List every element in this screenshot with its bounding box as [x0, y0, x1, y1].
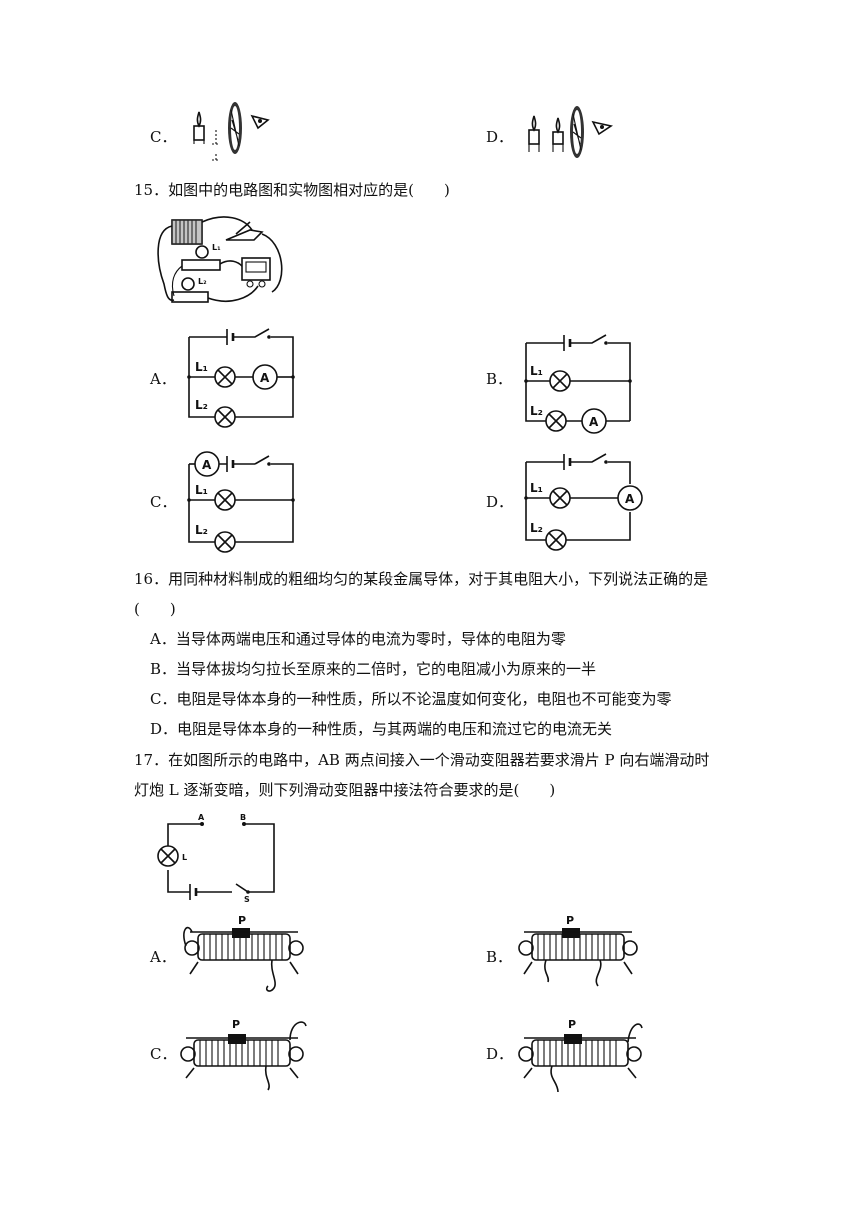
q17-option-c-rheostat: P	[180, 1018, 307, 1091]
q17-option-a-rheostat: P	[183, 914, 304, 992]
q16-option-a: A．当导体两端电压和通过导体的电流为零时，导体的电阻为零	[150, 630, 566, 648]
q15-b-l1-label: L₁	[530, 364, 543, 378]
q16-stem-cont: ( )	[134, 600, 176, 618]
q15-option-c-circuit: A L₁ L₂	[187, 451, 295, 553]
q16-option-c: C．电阻是导体本身的一种性质，所以不论温度如何变化，电阻也不可能变为零	[150, 690, 672, 708]
q15-a-l1-label: L₁	[195, 360, 208, 374]
q15-d-l1-label: L₁	[530, 481, 543, 495]
q17-option-d-label: D．	[486, 1045, 514, 1063]
q17-d-slider-label: P	[568, 1018, 576, 1031]
q17-stem-line1: 17．在如图所示的电路中，AB 两点间接入一个滑动变阻器若要求滑片 P 向右端滑…	[134, 751, 710, 769]
q14-option-d-figure	[528, 106, 614, 158]
q15-option-b-label: B．	[486, 370, 513, 388]
q17-label-l: L	[182, 853, 187, 862]
q15-b-ammeter-label: A	[589, 415, 599, 429]
q15-option-a-circuit: A L₁ L₂	[187, 328, 295, 428]
q17-circuit-diagram: A B L S	[157, 813, 275, 904]
q17-label-a: A	[198, 813, 205, 822]
q15-physical-circuit: L₁ L₂	[157, 216, 283, 303]
q15-b-l2-label: L₂	[530, 404, 543, 418]
q14-option-c-figure	[193, 102, 270, 161]
q15-option-a-label: A．	[150, 370, 176, 388]
q17-a-slider-label: P	[238, 914, 246, 927]
q17-label-s: S	[244, 895, 250, 904]
svg-text:L₁: L₁	[212, 243, 221, 252]
q15-d-ammeter-label: A	[625, 492, 635, 506]
q14-option-d-label: D．	[486, 128, 514, 146]
q17-option-d-rheostat: P	[518, 1018, 643, 1093]
q14-option-c-label: C．	[150, 128, 177, 146]
q17-c-slider-label: P	[232, 1018, 240, 1031]
q17-option-a-label: A．	[150, 948, 176, 966]
q15-c-l2-label: L₂	[195, 523, 208, 537]
q17-label-b: B	[240, 813, 246, 822]
q15-stem: 15．如图中的电路图和实物图相对应的是( )	[134, 181, 450, 199]
q17-b-slider-label: P	[566, 914, 574, 927]
q17-stem-line2: 灯炮 L 逐渐变暗，则下列滑动变阻器中接法符合要求的是( )	[134, 781, 556, 799]
q15-option-d-circuit: A L₁ L₂	[524, 453, 643, 551]
q15-d-l2-label: L₂	[530, 521, 543, 535]
q15-c-ammeter-label: A	[202, 458, 212, 472]
q15-a-l2-label: L₂	[195, 398, 208, 412]
q17-option-c-label: C．	[150, 1045, 177, 1063]
q16-option-b: B．当导体拔均匀拉长至原来的二倍时，它的电阻减小为原来的一半	[150, 660, 597, 678]
svg-text:L₂: L₂	[198, 277, 207, 286]
q15-option-b-circuit: A L₁ L₂	[524, 334, 632, 434]
q17-option-b-rheostat: P	[518, 914, 638, 987]
q15-a-ammeter-label: A	[260, 371, 270, 385]
q17-option-b-label: B．	[486, 948, 513, 966]
q15-option-c-label: C．	[150, 493, 177, 511]
q16-stem: 16．用同种材料制成的粗细均匀的某段金属导体，对于其电阻大小，下列说法正确的是	[134, 570, 709, 588]
q15-option-d-label: D．	[486, 493, 514, 511]
q15-c-l1-label: L₁	[195, 483, 208, 497]
q16-option-d: D．电阻是导体本身的一种性质，与其两端的电压和流过它的电流无关	[150, 720, 613, 738]
